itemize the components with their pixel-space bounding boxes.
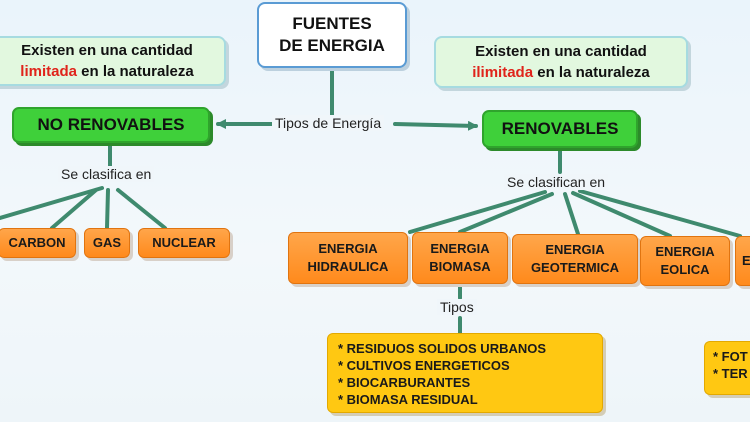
partial-item-1: * FOT xyxy=(713,349,748,364)
link-center-renovables xyxy=(393,120,478,131)
link-to-biomasa xyxy=(458,192,554,234)
eolica-line2: EOLICA xyxy=(660,262,710,277)
note-unlimited-line2: ilimitada en la naturaleza xyxy=(436,62,686,83)
link-to-partial-right xyxy=(578,189,742,238)
node-eolica: ENERGIA EOLICA xyxy=(640,236,730,286)
link-to-geotermica xyxy=(563,192,580,236)
nuclear-label: NUCLEAR xyxy=(152,235,216,250)
node-geotermica: ENERGIA GEOTERMICA xyxy=(512,234,638,284)
node-gas: GAS xyxy=(84,228,130,258)
link-to-eolica xyxy=(571,191,672,238)
note-limited-rest: en la naturaleza xyxy=(76,63,194,80)
node-partial-right: E xyxy=(735,236,750,286)
node-no-renovables: NO RENOVABLES xyxy=(12,107,210,143)
title-line1: FUENTES xyxy=(292,14,372,33)
link-to-carbon xyxy=(50,188,98,230)
partial-yellow-box: * FOT * TER xyxy=(704,341,750,395)
hidraulica-line2: HIDRAULICA xyxy=(307,259,389,274)
link-to-partial-left xyxy=(0,186,104,220)
note-unlimited-line1: Existen en una cantidad xyxy=(475,43,647,60)
no-renovables-label: NO RENOVABLES xyxy=(37,115,185,134)
word-limitada: limitada xyxy=(20,63,77,80)
biomasa-type-3: * BIOCARBURANTES xyxy=(338,375,471,390)
title-box: FUENTES DE ENERGIA xyxy=(257,2,407,68)
note-limited-line2: limitada en la naturaleza xyxy=(0,61,224,82)
node-biomasa: ENERGIA BIOMASA xyxy=(412,232,508,284)
biomasa-type-1: * RESIDUOS SOLIDOS URBANOS xyxy=(338,341,547,356)
biomasa-type-4: * BIOMASA RESIDUAL xyxy=(338,392,478,407)
link-to-nuclear xyxy=(116,188,167,230)
renovables-label: RENOVABLES xyxy=(501,119,619,138)
node-hidraulica: ENERGIA HIDRAULICA xyxy=(288,232,408,284)
biomasa-types-box: * RESIDUOS SOLIDOS URBANOS * CULTIVOS EN… xyxy=(327,333,603,413)
gas-label: GAS xyxy=(92,235,122,250)
renovables-link-label: Se clasifican en xyxy=(504,174,609,190)
title-line2: DE ENERGIA xyxy=(279,36,385,55)
partial-right-line1: E xyxy=(742,253,750,268)
biomasa-line1: ENERGIA xyxy=(430,241,490,256)
biomasa-type-2: * CULTIVOS ENERGETICOS xyxy=(338,358,510,373)
node-nuclear: NUCLEAR xyxy=(138,228,230,258)
note-unlimited: Existen en una cantidad ilimitada en la … xyxy=(434,36,688,88)
geotermica-line2: GEOTERMICA xyxy=(530,260,620,275)
hidraulica-line1: ENERGIA xyxy=(318,241,378,256)
note-unlimited-rest: en la naturaleza xyxy=(533,64,650,81)
no-renovables-link-label: Se clasifica en xyxy=(58,166,155,182)
biomasa-link-label: Tipos xyxy=(437,299,477,315)
geotermica-line1: ENERGIA xyxy=(545,242,605,257)
link-to-hidraulica xyxy=(408,190,547,234)
note-limited-line1: Existen en una cantidad xyxy=(21,42,193,59)
word-ilimitada: ilimitada xyxy=(472,64,534,81)
link-to-gas xyxy=(105,188,110,230)
eolica-line1: ENERGIA xyxy=(655,244,715,259)
note-limited: Existen en una cantidad limitada en la n… xyxy=(0,36,226,86)
center-label: Tipos de Energía xyxy=(272,115,385,131)
partial-item-2: * TER xyxy=(713,366,748,381)
biomasa-line2: BIOMASA xyxy=(429,259,491,274)
node-renovables: RENOVABLES xyxy=(482,110,638,148)
carbon-label: CARBON xyxy=(8,235,66,250)
node-carbon: CARBON xyxy=(0,228,76,258)
